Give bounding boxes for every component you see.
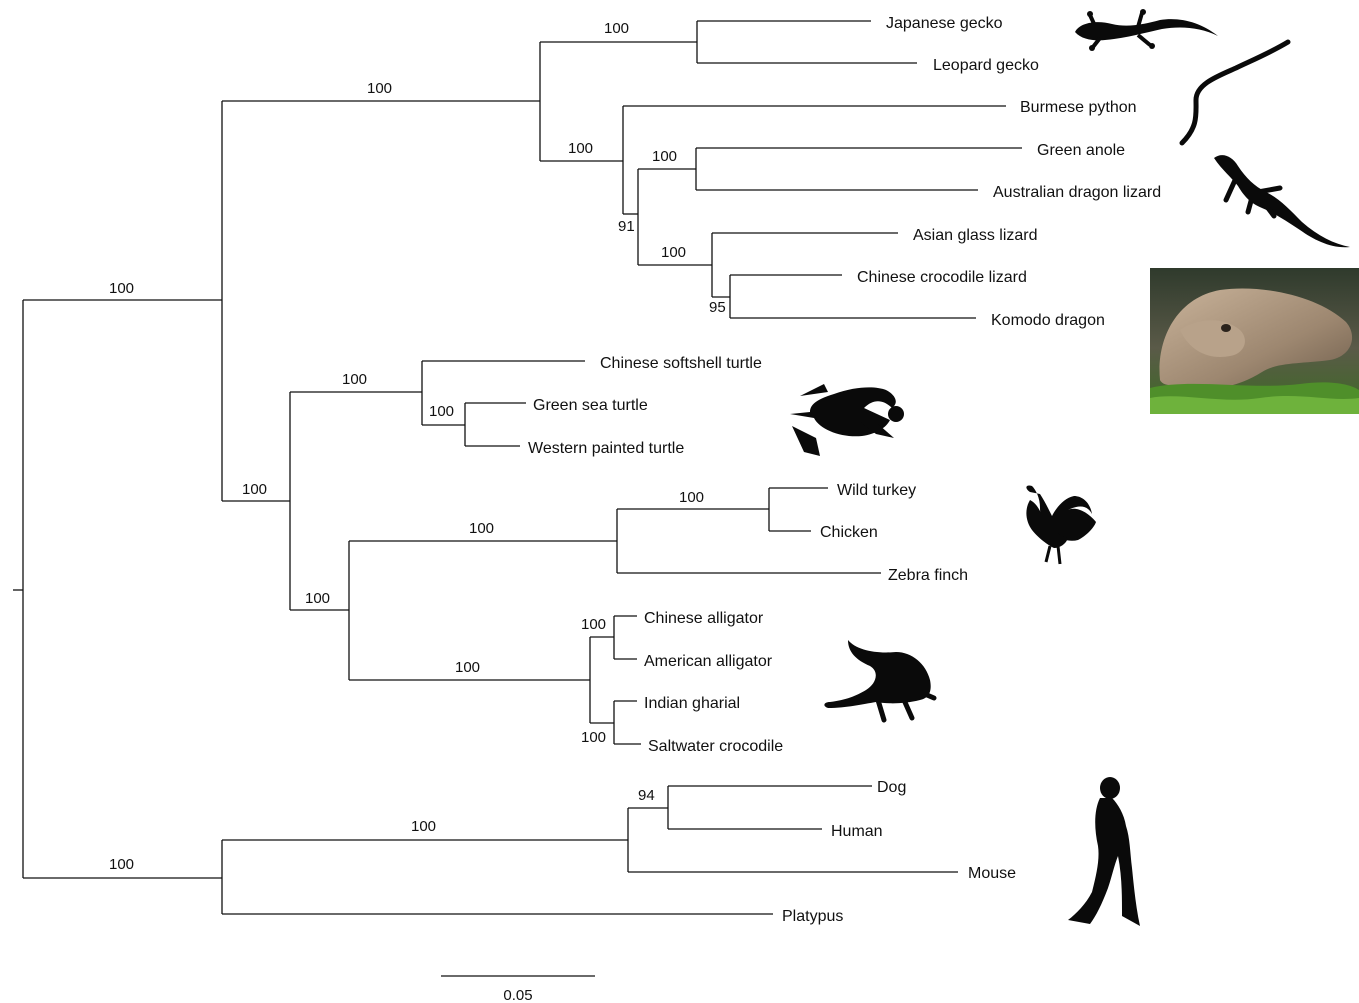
support-value: 100 xyxy=(455,659,480,676)
taxon-label: Asian glass lizard xyxy=(913,227,1038,244)
support-value: 94 xyxy=(638,787,655,804)
taxon-label: Green sea turtle xyxy=(533,397,648,414)
taxon-label: Dog xyxy=(877,779,906,796)
lizard-silhouette xyxy=(1214,155,1350,247)
taxon-label: Australian dragon lizard xyxy=(993,184,1161,201)
human-silhouette xyxy=(1068,777,1140,926)
taxon-label: Zebra finch xyxy=(888,567,968,584)
rooster-silhouette xyxy=(1026,485,1096,564)
taxon-label: Japanese gecko xyxy=(886,15,1003,32)
taxon-label: American alligator xyxy=(644,653,773,670)
taxon-label: Komodo dragon xyxy=(991,312,1105,329)
support-value: 100 xyxy=(109,856,134,873)
taxon-label: Chinese alligator xyxy=(644,610,764,627)
support-value: 100 xyxy=(581,616,606,633)
support-value: 100 xyxy=(568,140,593,157)
support-value: 100 xyxy=(429,403,454,420)
taxon-label: Wild turkey xyxy=(837,482,916,499)
support-value: 100 xyxy=(242,481,267,498)
taxon-label: Leopard gecko xyxy=(933,57,1039,74)
taxon-label: Burmese python xyxy=(1020,99,1137,116)
support-value: 100 xyxy=(581,729,606,746)
tree-branches xyxy=(13,21,1022,914)
taxon-label: Chinese crocodile lizard xyxy=(857,269,1027,286)
snake-silhouette xyxy=(1182,42,1288,143)
support-value: 100 xyxy=(305,590,330,607)
support-value: 100 xyxy=(652,148,677,165)
support-value: 95 xyxy=(709,299,726,316)
turtle-silhouette xyxy=(790,384,904,456)
support-value: 100 xyxy=(679,489,704,506)
support-value: 100 xyxy=(109,280,134,297)
taxon-label: Green anole xyxy=(1037,142,1125,159)
komodo-dragon-photo xyxy=(1150,268,1359,414)
taxon-label: Platypus xyxy=(782,908,843,925)
support-value: 100 xyxy=(661,244,686,261)
taxon-label: Chinese softshell turtle xyxy=(600,355,762,372)
gecko-silhouette xyxy=(1075,9,1218,51)
taxon-label: Mouse xyxy=(968,865,1016,882)
crocodile-silhouette xyxy=(824,640,934,720)
taxon-label: Chicken xyxy=(820,524,878,541)
support-value: 100 xyxy=(342,371,367,388)
taxon-label: Saltwater crocodile xyxy=(648,738,783,755)
support-value: 91 xyxy=(618,218,635,235)
taxon-label: Western painted turtle xyxy=(528,440,684,457)
scale-bar-label: 0.05 xyxy=(503,987,532,1003)
support-value: 100 xyxy=(469,520,494,537)
taxon-label: Human xyxy=(831,823,883,840)
support-value: 100 xyxy=(411,818,436,835)
scale-bar: 0.05 xyxy=(441,976,595,1003)
support-value: 100 xyxy=(604,20,629,37)
taxon-label: Indian gharial xyxy=(644,695,740,712)
support-value: 100 xyxy=(367,80,392,97)
